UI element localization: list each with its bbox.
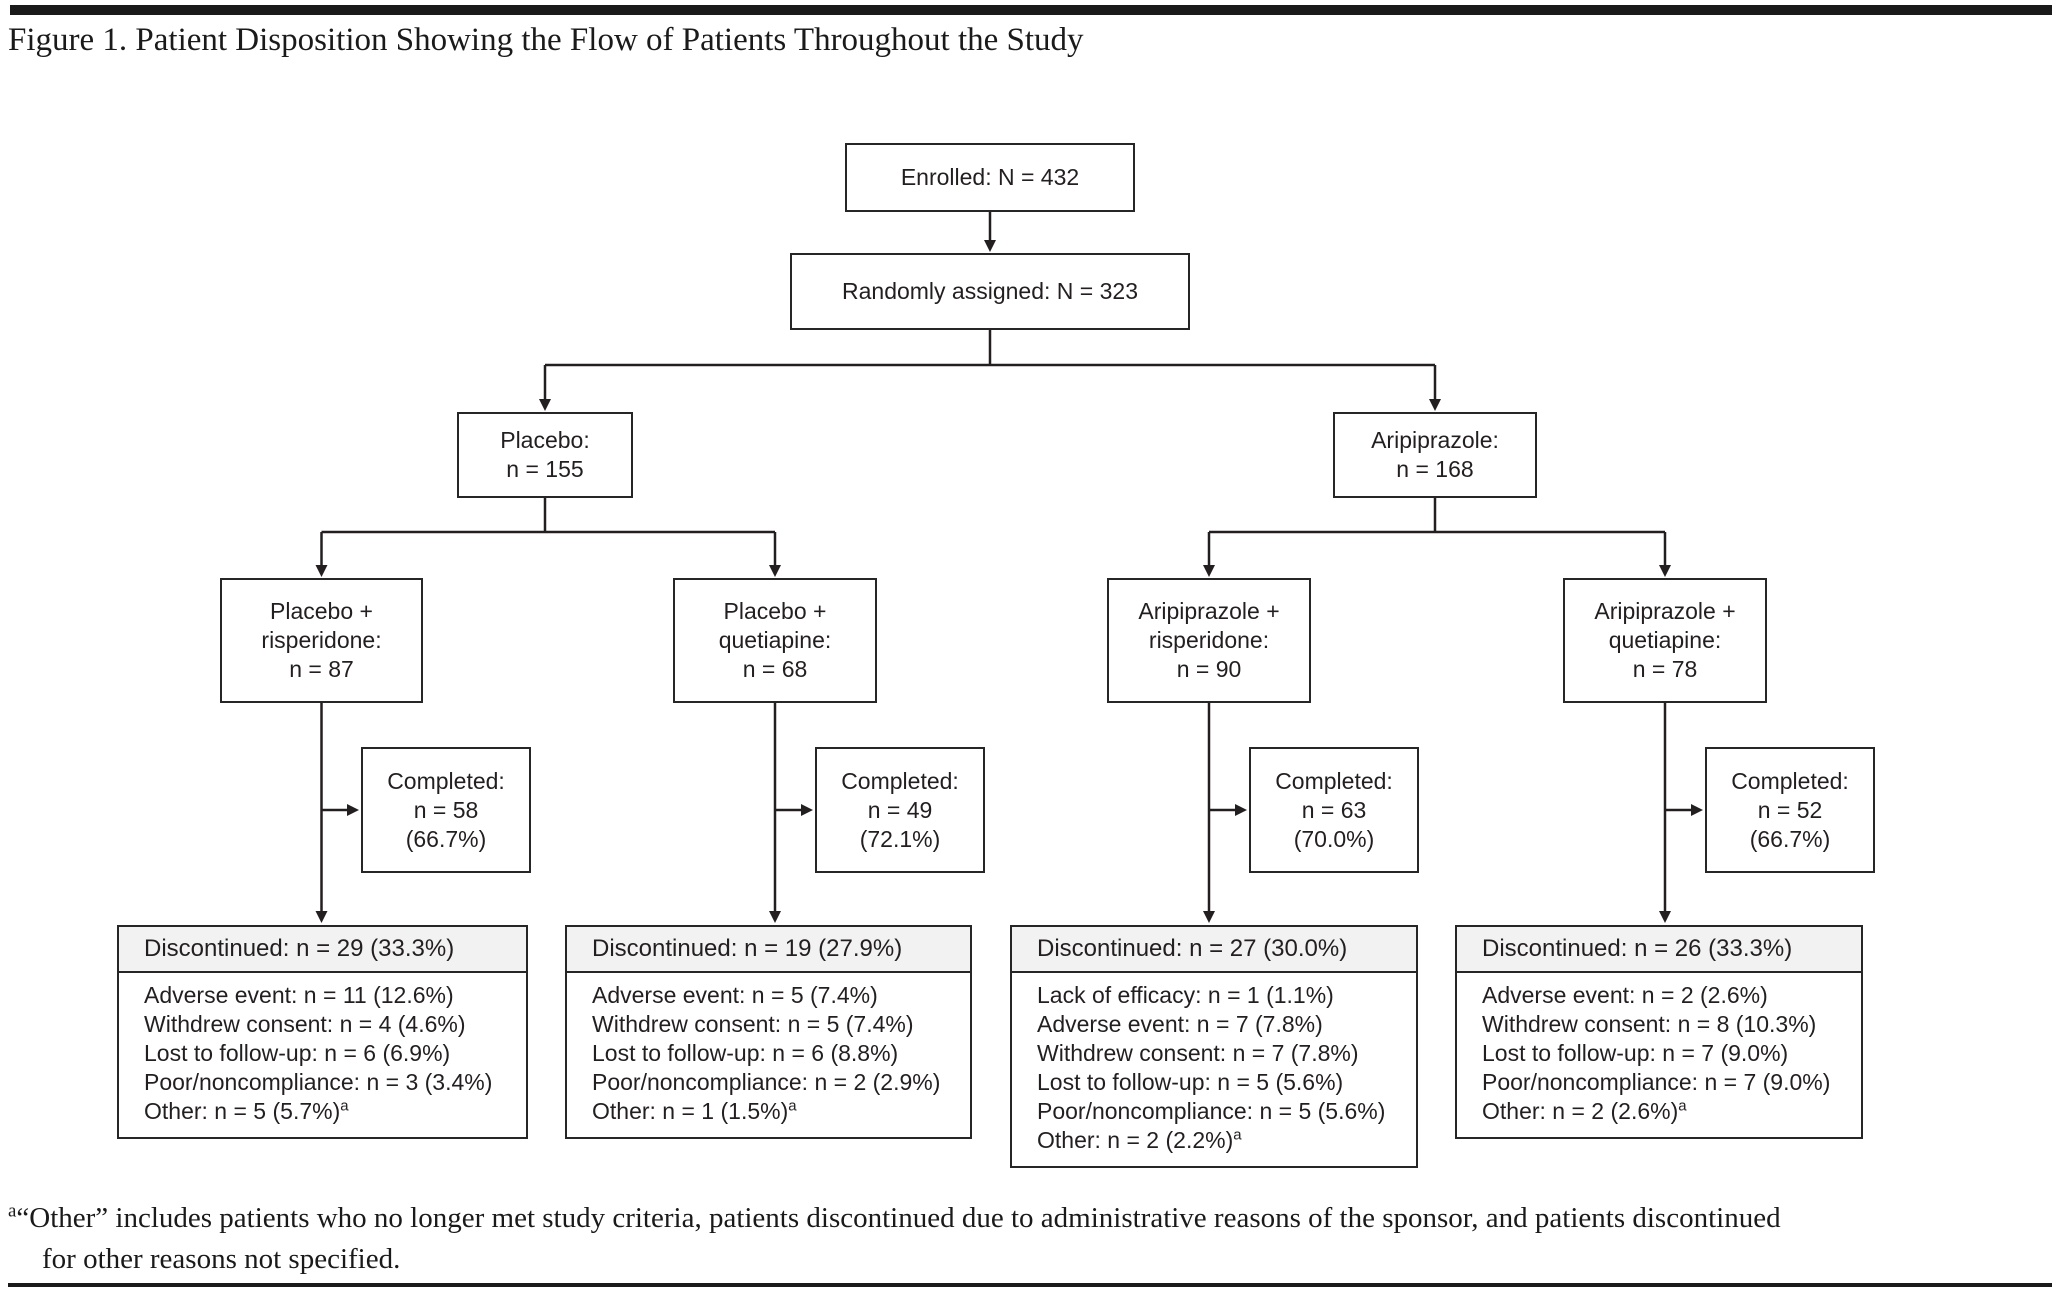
completed-label: Completed: (841, 767, 959, 794)
completed-box-arm1: Completed: n = 58 (66.7%) (361, 747, 531, 873)
footnote-ref: a (1233, 1126, 1242, 1144)
discontinued-reasons: Adverse event: n = 11 (12.6%) Withdrew co… (119, 973, 526, 1137)
completed-box-arm4: Completed: n = 52 (66.7%) (1705, 747, 1875, 873)
discontinued-header: Discontinued: n = 19 (27.9%) (567, 927, 970, 973)
completed-label: Completed: (1731, 767, 1849, 794)
discontinued-reason: Other: n = 2 (2.6%)a (1482, 1097, 1687, 1124)
discontinued-header: Discontinued: n = 29 (33.3%) (119, 927, 526, 973)
discontinued-reason: Other: n = 1 (1.5%)a (592, 1097, 797, 1124)
randomized-label: Randomly assigned: N = 323 (842, 278, 1138, 304)
completed-pct: (66.7%) (405, 825, 487, 852)
footnote-marker: a (8, 1200, 17, 1222)
discontinued-box-arm3: Discontinued: n = 27 (30.0%) Lack of eff… (1010, 925, 1418, 1168)
completed-box-arm2: Completed: n = 49 (72.1%) (815, 747, 985, 873)
discontinued-reason: Lack of efficacy: n = 1 (1.1%) (1037, 982, 1334, 1008)
arm-box-placebo-risperidone: Placebo + risperidone: n = 87 (220, 578, 423, 703)
footnote-text: “Other” includes patients who no longer … (16, 1202, 1781, 1234)
group-n: n = 168 (1396, 456, 1474, 482)
group-label: Placebo: (500, 427, 590, 453)
completed-pct: (66.7%) (1749, 825, 1831, 852)
arm-label: quetiapine: (718, 627, 832, 653)
completed-label: Completed: (1275, 767, 1393, 794)
arm-label: Placebo + (723, 598, 827, 624)
enrolled-label: Enrolled: N = 432 (900, 164, 1080, 190)
discontinued-box-arm4: Discontinued: n = 26 (33.3%) Adverse eve… (1455, 925, 1863, 1139)
footnote: a“Other” includes patients who no longer… (8, 1198, 2054, 1280)
discontinued-box-arm1: Discontinued: n = 29 (33.3%) Adverse eve… (117, 925, 528, 1139)
discontinued-reasons: Adverse event: n = 2 (2.6%) Withdrew cons… (1457, 973, 1861, 1137)
discontinued-reason: Lost to follow-up: n = 7 (9.0%) (1482, 1040, 1789, 1066)
discontinued-reason: Withdrew consent: n = 4 (4.6%) (144, 1011, 466, 1037)
discontinued-box-arm2: Discontinued: n = 19 (27.9%) Adverse eve… (565, 925, 972, 1139)
footnote-ref: a (788, 1097, 797, 1115)
discontinued-reason: Withdrew consent: n = 5 (7.4%) (592, 1011, 914, 1037)
arm-n: n = 90 (1176, 656, 1242, 682)
discontinued-reason: Adverse event: n = 11 (12.6%) (144, 982, 454, 1008)
completed-pct: (70.0%) (1293, 825, 1375, 852)
discontinued-reason: Poor/noncompliance: n = 3 (3.4%) (144, 1069, 493, 1095)
completed-box-arm3: Completed: n = 63 (70.0%) (1249, 747, 1419, 873)
arm-label: Aripiprazole + (1138, 598, 1280, 624)
completed-pct: (72.1%) (859, 825, 941, 852)
completed-n: n = 58 (413, 796, 479, 823)
discontinued-reasons: Adverse event: n = 5 (7.4%) Withdrew cons… (567, 973, 970, 1137)
enrolled-box: Enrolled: N = 432 (845, 143, 1135, 212)
footnote-line1: a“Other” includes patients who no longer… (8, 1198, 2054, 1239)
discontinued-reason: Poor/noncompliance: n = 5 (5.6%) (1037, 1098, 1386, 1124)
group-box-aripiprazole: Aripiprazole: n = 168 (1333, 412, 1537, 498)
arm-label: quetiapine: (1608, 627, 1722, 653)
group-n: n = 155 (506, 456, 584, 482)
arm-label: Aripiprazole + (1594, 598, 1736, 624)
randomized-box: Randomly assigned: N = 323 (790, 253, 1190, 330)
discontinued-reason: Adverse event: n = 2 (2.6%) (1482, 982, 1768, 1008)
discontinued-reason: Poor/noncompliance: n = 2 (2.9%) (592, 1069, 941, 1095)
footnote-ref: a (340, 1097, 349, 1115)
discontinued-reason: Withdrew consent: n = 8 (10.3%) (1482, 1011, 1817, 1037)
discontinued-reason: Lost to follow-up: n = 6 (6.9%) (144, 1040, 451, 1066)
discontinued-reason: Adverse event: n = 5 (7.4%) (592, 982, 878, 1008)
discontinued-reason: Lost to follow-up: n = 5 (5.6%) (1037, 1069, 1344, 1095)
discontinued-reason: Adverse event: n = 7 (7.8%) (1037, 1011, 1323, 1037)
top-rule (10, 5, 2052, 15)
figure-title: Figure 1. Patient Disposition Showing th… (8, 22, 1084, 58)
arm-n: n = 87 (289, 656, 354, 682)
discontinued-reason: Other: n = 2 (2.2%)a (1037, 1126, 1242, 1153)
discontinued-reason: Poor/noncompliance: n = 7 (9.0%) (1482, 1069, 1831, 1095)
arm-n: n = 78 (1632, 656, 1698, 682)
arm-box-aripiprazole-risperidone: Aripiprazole + risperidone: n = 90 (1107, 578, 1311, 703)
footnote-ref: a (1678, 1097, 1687, 1115)
footnote-line2: for other reasons not specified. (42, 1243, 401, 1275)
completed-n: n = 63 (1301, 796, 1367, 823)
discontinued-reason: Withdrew consent: n = 7 (7.8%) (1037, 1040, 1359, 1066)
arm-label: Placebo + (270, 598, 373, 624)
bottom-rule (8, 1283, 2052, 1287)
arm-label: risperidone: (261, 627, 382, 653)
completed-label: Completed: (387, 767, 505, 794)
arm-label: risperidone: (1148, 627, 1270, 653)
discontinued-reason: Lost to follow-up: n = 6 (8.8%) (592, 1040, 899, 1066)
discontinued-header: Discontinued: n = 26 (33.3%) (1457, 927, 1861, 973)
discontinued-reason: Other: n = 5 (5.7%)a (144, 1097, 349, 1124)
arm-n: n = 68 (742, 656, 808, 682)
discontinued-header: Discontinued: n = 27 (30.0%) (1012, 927, 1416, 973)
completed-n: n = 49 (867, 796, 933, 823)
arm-box-aripiprazole-quetiapine: Aripiprazole + quetiapine: n = 78 (1563, 578, 1767, 703)
arm-box-placebo-quetiapine: Placebo + quetiapine: n = 68 (673, 578, 877, 703)
group-box-placebo: Placebo: n = 155 (457, 412, 633, 498)
completed-n: n = 52 (1757, 796, 1823, 823)
group-label: Aripiprazole: (1371, 427, 1499, 453)
discontinued-reasons: Lack of efficacy: n = 1 (1.1%) Adverse ev… (1012, 973, 1416, 1166)
